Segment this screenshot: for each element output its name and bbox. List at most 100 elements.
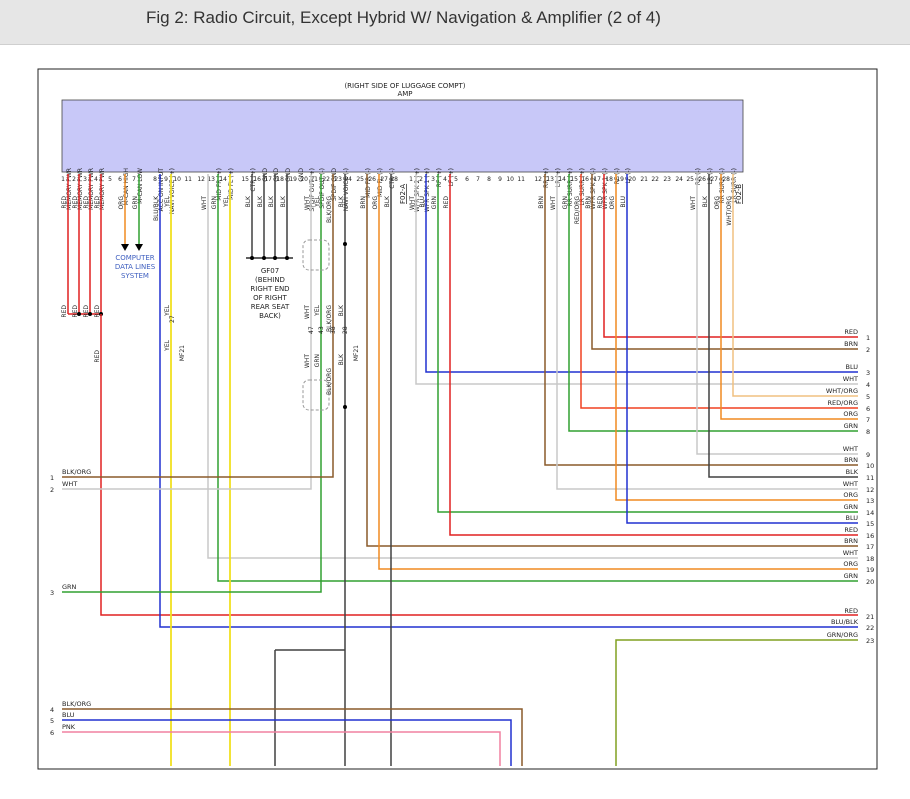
amp-pin-number-a: 21 xyxy=(310,176,318,183)
amp-pin-label-a: SPDIF OUT (-) xyxy=(319,168,326,209)
right-wire-label: BLU xyxy=(845,514,858,522)
splice-dot xyxy=(88,312,92,316)
yel-pin-number: 27 xyxy=(169,315,176,323)
amp-pin-label-a: GND xyxy=(262,168,269,182)
red-wire-1 xyxy=(603,174,858,338)
right-wire-label: BLU/BLK xyxy=(831,618,859,626)
amp-pin-number-a: 25 xyxy=(356,176,364,183)
blk-org-left-4 xyxy=(62,708,523,766)
wht-wire-label: WHT xyxy=(304,354,311,368)
wire-color-label-b: BLK xyxy=(702,195,709,207)
right-wire-label: RED xyxy=(844,607,858,615)
wire-color-label-b: BLU xyxy=(419,196,426,208)
ground-desc-5: BACK) xyxy=(259,312,281,320)
wire-color-label-b: RED/ORG xyxy=(574,196,581,224)
wire-color-label-a: WHT xyxy=(201,196,208,210)
amp-pin-number-a: 3 xyxy=(83,176,87,183)
wire-color-label-a: RED xyxy=(94,196,101,209)
wire-color-label-a: BLK xyxy=(257,195,264,207)
amp-pin-number-a: 7 xyxy=(132,176,136,183)
right-wire-label: RED/ORG xyxy=(828,399,859,407)
right-wire-label: BRN xyxy=(844,456,858,464)
right-wire-label: WHT/ORG xyxy=(826,387,858,395)
wire-color-label-b: RED xyxy=(597,196,604,209)
amp-pin-number-a: 26 xyxy=(368,176,376,183)
amp-pin-label-a: MEMORY PWR xyxy=(66,168,73,210)
wire-color-label-a: BLK xyxy=(280,195,287,207)
left-wire-label: BLU xyxy=(62,711,75,719)
wire-color-label-a: BLK xyxy=(268,195,275,207)
blk-pin-number: 28 xyxy=(342,326,349,334)
amp-pin-number-a: 28 xyxy=(390,176,398,183)
splice-dot xyxy=(343,405,347,409)
amp-pin-label-a: NAVI VOICE (-) xyxy=(343,168,350,211)
amp-pin-number-a: 17 xyxy=(264,176,272,183)
wire-color-label-b: ORG xyxy=(609,196,616,210)
left-wire-number: 5 xyxy=(50,717,54,725)
amp-pin-number-b: 12 xyxy=(534,176,542,183)
amp-pin-number-b: 7 xyxy=(476,176,480,183)
wire-color-label-a: BLK xyxy=(245,195,252,207)
amp-pin-label-a: MID FL (-) xyxy=(377,168,384,197)
amp-pin-label-a: MID FR (+) xyxy=(216,168,223,201)
wire-color-label-a: BLK/ORG xyxy=(326,196,333,223)
amp-pin-number-b: 13 xyxy=(546,176,554,183)
red-wire-21 xyxy=(100,314,858,616)
wire-color-label-a: BLU/BLK xyxy=(153,195,160,221)
red-down-label: RED xyxy=(94,350,101,363)
blk-wire-11 xyxy=(708,174,858,478)
wire-color-label-b: WHT xyxy=(409,196,416,210)
wire-color-label-a: BLK xyxy=(338,195,345,207)
wire-color-label-a: WHT xyxy=(304,196,311,210)
connector-a-id: F02-A xyxy=(399,184,407,204)
amp-pin-number-a: 10 xyxy=(173,176,181,183)
amp-pin-number-b: 17 xyxy=(593,176,601,183)
amp-pin-label-a: MID FR (-) xyxy=(365,168,372,198)
amp-pin-number-a: 20 xyxy=(300,176,308,183)
amp-pin-number-b: 28 xyxy=(722,176,730,183)
amp-pin-label-a: SPDIF GND xyxy=(331,168,338,201)
connector-b-id: F02-B xyxy=(735,184,743,204)
amp-pin-number-a: 5 xyxy=(108,176,112,183)
right-wire-label: GRN/ORG xyxy=(827,631,858,639)
wht-org-wire-5 xyxy=(732,174,858,397)
blk-org-pin-number: 38 xyxy=(330,326,337,334)
amp-pin-number-a: 23 xyxy=(334,176,342,183)
blk-wire-label: BLK xyxy=(338,304,345,316)
right-wire-label: BRN xyxy=(844,340,858,348)
right-wire-number: 20 xyxy=(866,578,874,586)
right-wire-label: ORG xyxy=(843,560,858,568)
wht-wire-9 xyxy=(696,174,858,455)
left-wire-number: 6 xyxy=(50,729,54,737)
amp-pin-number-b: 15 xyxy=(570,176,578,183)
right-wire-number: 18 xyxy=(866,555,874,563)
right-wire-number: 16 xyxy=(866,532,874,540)
right-wire-number: 23 xyxy=(866,637,874,645)
wire-color-label-b: WHT xyxy=(690,196,697,210)
amp-pin-label-a: CTR (-) xyxy=(389,168,396,189)
red-wire-16 xyxy=(449,174,858,536)
amp-pin-number-b: 9 xyxy=(498,176,502,183)
component-location: (RIGHT SIDE OF LUGGAGE COMPT) xyxy=(344,82,465,90)
left-wire-number: 4 xyxy=(50,706,54,714)
amp-pin-number-a: 16 xyxy=(253,176,261,183)
grn-wire-8 xyxy=(568,174,858,432)
amp-pin-number-b: 6 xyxy=(465,176,469,183)
connector-mf21-id: MF21 xyxy=(353,345,360,361)
wht-wire-label: WHT xyxy=(304,305,311,319)
title-bar: Fig 2: Radio Circuit, Except Hybrid W/ N… xyxy=(0,0,910,45)
grn-org-wire-23 xyxy=(615,639,858,766)
blu-blk-wire-22 xyxy=(159,174,858,628)
ground-name: GF07 xyxy=(261,267,279,275)
pnk-left-6 xyxy=(62,731,501,766)
wire-color-label-a: BRN xyxy=(360,196,367,209)
left-wire-number: 2 xyxy=(50,486,54,494)
amp-pin-number-b: 19 xyxy=(616,176,624,183)
amp-pin-label-b: RR SURR (+) xyxy=(567,168,574,206)
wire-color-label-a: GRN xyxy=(132,196,139,209)
amp-pin-number-b: 24 xyxy=(675,176,683,183)
amp-pin-number-b: 8 xyxy=(487,176,491,183)
amp-pin-number-a: 13 xyxy=(207,176,215,183)
